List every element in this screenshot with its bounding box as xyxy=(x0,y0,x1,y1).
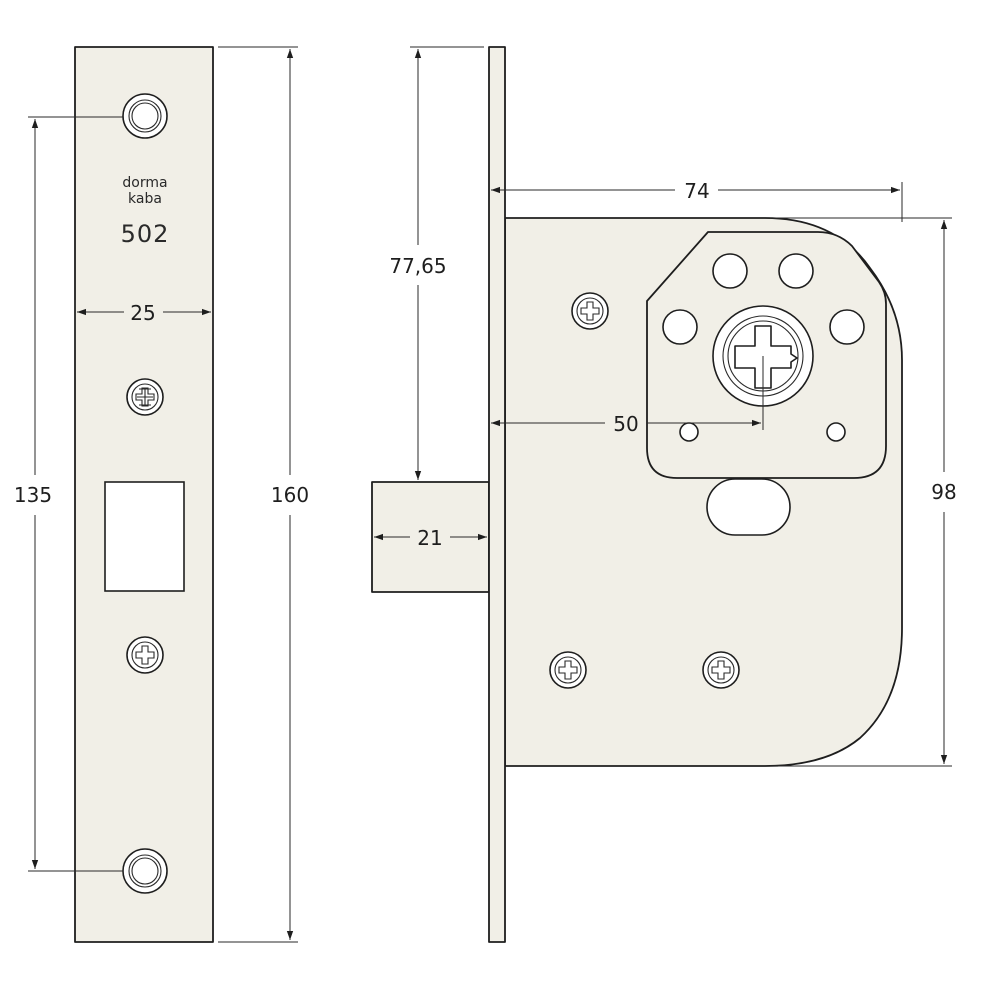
latch-slot xyxy=(706,478,791,536)
dim-label-98: 98 xyxy=(931,480,956,504)
bolt-opening xyxy=(104,481,185,592)
dim-label-135: 135 xyxy=(14,483,52,507)
dimension-screw-spacing: 135 xyxy=(14,116,123,872)
bottom-mounting-hole xyxy=(122,848,168,894)
faceplate-lower-screw xyxy=(126,636,164,674)
dimension-case-depth: 74 xyxy=(491,179,903,222)
case-screw-bottom-left xyxy=(549,651,587,689)
plate-hole-5 xyxy=(679,422,699,442)
faceplate-upper-screw xyxy=(126,378,164,416)
dim-label-74: 74 xyxy=(684,179,709,203)
faceplate-edge xyxy=(488,46,506,943)
dim-label-50: 50 xyxy=(613,412,638,436)
brand-logo-line1: dorma xyxy=(122,175,167,191)
plate-hole-4 xyxy=(829,309,865,345)
dimension-faceplate-height: 160 xyxy=(218,46,309,943)
plate-hole-6 xyxy=(826,422,846,442)
dim-label-77-65: 77,65 xyxy=(389,254,446,278)
brand-logo-line2: kaba xyxy=(128,191,162,207)
model-number: 502 xyxy=(121,220,170,248)
faceplate-front-view: dorma kaba 502 xyxy=(74,46,214,943)
dimension-top-to-bolt: 77,65 xyxy=(389,46,484,480)
dimension-backset: 50 xyxy=(491,356,764,436)
case-screw-top xyxy=(571,292,609,330)
dimension-bolt-throw: 21 xyxy=(374,526,487,550)
dim-label-160: 160 xyxy=(271,483,309,507)
dimension-case-height: 98 xyxy=(770,217,957,767)
plate-hole-2 xyxy=(778,253,814,289)
top-mounting-hole xyxy=(122,93,168,139)
plate-hole-3 xyxy=(662,309,698,345)
case-screw-bottom-right xyxy=(702,651,740,689)
lock-side-view xyxy=(371,46,903,943)
dimension-faceplate-width: 25 xyxy=(74,300,214,350)
dim-label-25: 25 xyxy=(130,301,155,325)
dim-label-21: 21 xyxy=(417,526,442,550)
plate-hole-1 xyxy=(712,253,748,289)
